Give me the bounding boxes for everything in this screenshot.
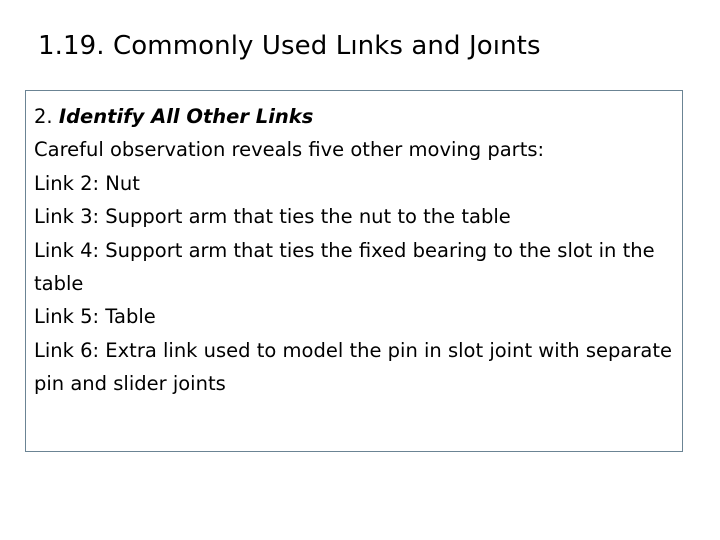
page-title: 1.19. Commonly Used Lınks and Joınts bbox=[38, 31, 541, 61]
heading-number: 2. bbox=[34, 105, 53, 128]
list-item: Link 3: Support arm that ties the nut to… bbox=[34, 205, 511, 229]
list-item: Link 6: Extra link used to model the pin… bbox=[34, 338, 672, 396]
heading-emphasis: Identify All Other Links bbox=[58, 105, 314, 128]
intro-text: Careful observation reveals five other m… bbox=[34, 138, 545, 162]
heading-line: 2. Identify All Other Links bbox=[34, 100, 672, 133]
content-box: 2. Identify All Other Links Careful obse… bbox=[25, 90, 683, 452]
list-item: Link 4: Support arm that ties the fixed … bbox=[34, 238, 655, 296]
list-item: Link 5: Table bbox=[34, 305, 156, 329]
list-item: Link 2: Nut bbox=[34, 171, 140, 195]
